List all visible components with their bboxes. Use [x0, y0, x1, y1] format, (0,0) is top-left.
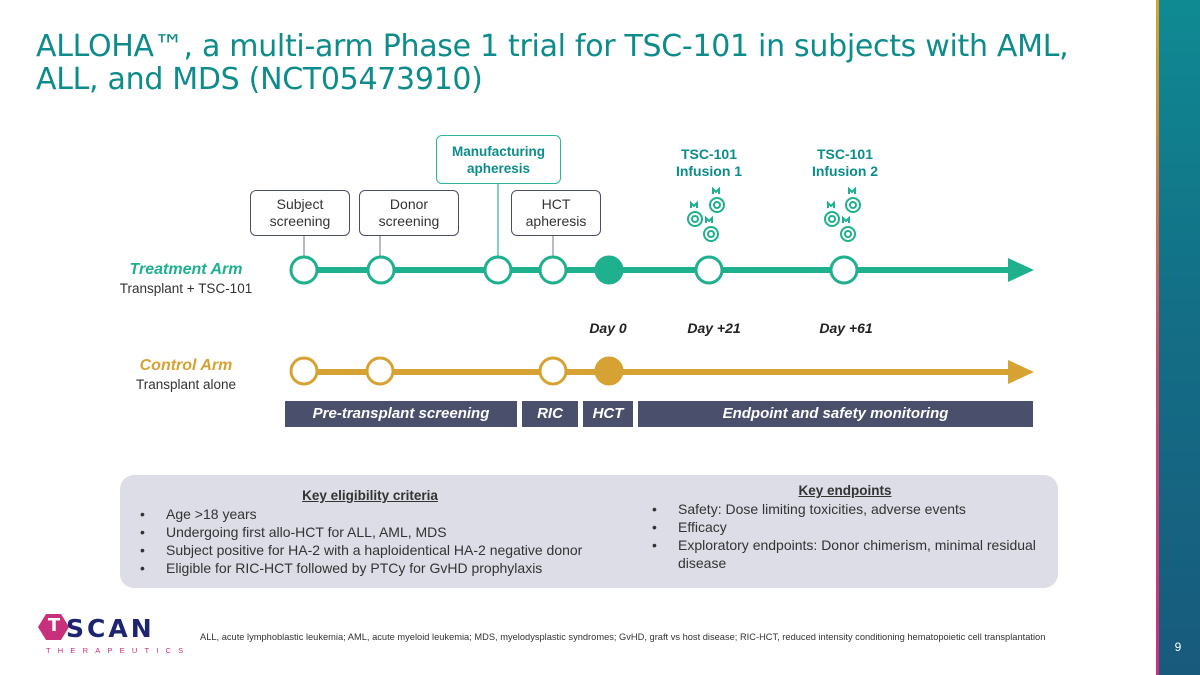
treatment-node-hct-apheresis — [538, 255, 568, 285]
donor-screening-label: Donor screening — [378, 196, 440, 229]
endpoint-item: Efficacy — [650, 518, 1045, 536]
day-0-label: Day 0 — [589, 320, 627, 336]
treatment-node-manufacturing — [483, 255, 513, 285]
control-node-hct-apheresis — [538, 356, 568, 386]
treatment-node-donor — [366, 255, 396, 285]
timeline-diagram — [38, 184, 1034, 640]
endpoints-list: Safety: Dose limiting toxicities, advers… — [650, 500, 1045, 572]
subject-screening-box: Subject screening — [250, 190, 350, 236]
treatment-node-infusion2 — [829, 255, 859, 285]
control-arm-name: Control Arm — [139, 357, 233, 374]
infusion-2-label: TSC-101 Infusion 2 — [811, 146, 879, 179]
sidebar-accent-stripe — [1156, 0, 1159, 675]
page-number: 9 — [1174, 640, 1182, 654]
logo-subtitle: THERAPEUTICS — [46, 646, 191, 655]
control-arm-arrowhead — [1008, 360, 1034, 384]
day-21-label: Day +21 — [687, 320, 741, 336]
eligibility-item: Eligible for RIC-HCT followed by PTCy fo… — [138, 559, 638, 577]
hct-apheresis-box: HCT apheresis — [511, 190, 601, 236]
manufacturing-apheresis-box: Manufacturing apheresis — [436, 135, 561, 184]
eligibility-item: Age >18 years — [138, 505, 638, 523]
donor-screening-box: Donor screening — [359, 190, 459, 236]
logo-letter-t: T — [47, 615, 61, 636]
hct-apheresis-label: HCT apheresis — [525, 196, 587, 229]
sidebar-band — [1156, 0, 1200, 675]
phase-hct: HCT — [583, 401, 633, 427]
t-cell-cluster-icon-2 — [824, 186, 861, 242]
endpoint-item: Safety: Dose limiting toxicities, advers… — [650, 500, 1045, 518]
logo-hexagon-icon — [38, 614, 69, 640]
day-61-label: Day +61 — [819, 320, 873, 336]
subject-screening-label: Subject screening — [269, 196, 331, 229]
endpoint-item: Exploratory endpoints: Donor chimerism, … — [650, 536, 1045, 572]
treatment-node-day0 — [594, 255, 624, 285]
logo-wordmark: SCAN — [66, 614, 155, 643]
control-node-donor — [365, 356, 395, 386]
treatment-arm-name: Treatment Arm — [129, 261, 243, 278]
eligibility-item: Undergoing first allo-HCT for ALL, AML, … — [138, 523, 638, 541]
t-cell-cluster-icon-1 — [687, 186, 725, 242]
treatment-arm-arrowhead — [1008, 258, 1034, 282]
eligibility-heading: Key eligibility criteria — [302, 488, 438, 503]
slide-title: ALLOHA™, a multi-arm Phase 1 trial for T… — [36, 29, 1069, 97]
treatment-arm-description: Transplant + TSC-101 — [119, 281, 253, 296]
eligibility-item: Subject positive for HA-2 with a haploid… — [138, 541, 638, 559]
control-node-day0 — [594, 356, 624, 386]
treatment-node-infusion1 — [694, 255, 724, 285]
phase-pretransplant-screening: Pre-transplant screening — [285, 401, 517, 427]
infusion-1-label: TSC-101 Infusion 1 — [675, 146, 743, 179]
control-arm-description: Transplant alone — [135, 377, 237, 392]
footnote: ALL, acute lymphoblastic leukemia; AML, … — [200, 632, 1046, 642]
phase-ric: RIC — [522, 401, 578, 427]
eligibility-list: Age >18 years Undergoing first allo-HCT … — [138, 505, 638, 577]
treatment-node-subject — [289, 255, 319, 285]
control-node-subject — [289, 356, 319, 386]
manufacturing-apheresis-label: Manufacturing apheresis — [452, 143, 545, 176]
endpoints-heading: Key endpoints — [798, 483, 892, 498]
phase-endpoint-safety-monitoring: Endpoint and safety monitoring — [638, 401, 1033, 427]
